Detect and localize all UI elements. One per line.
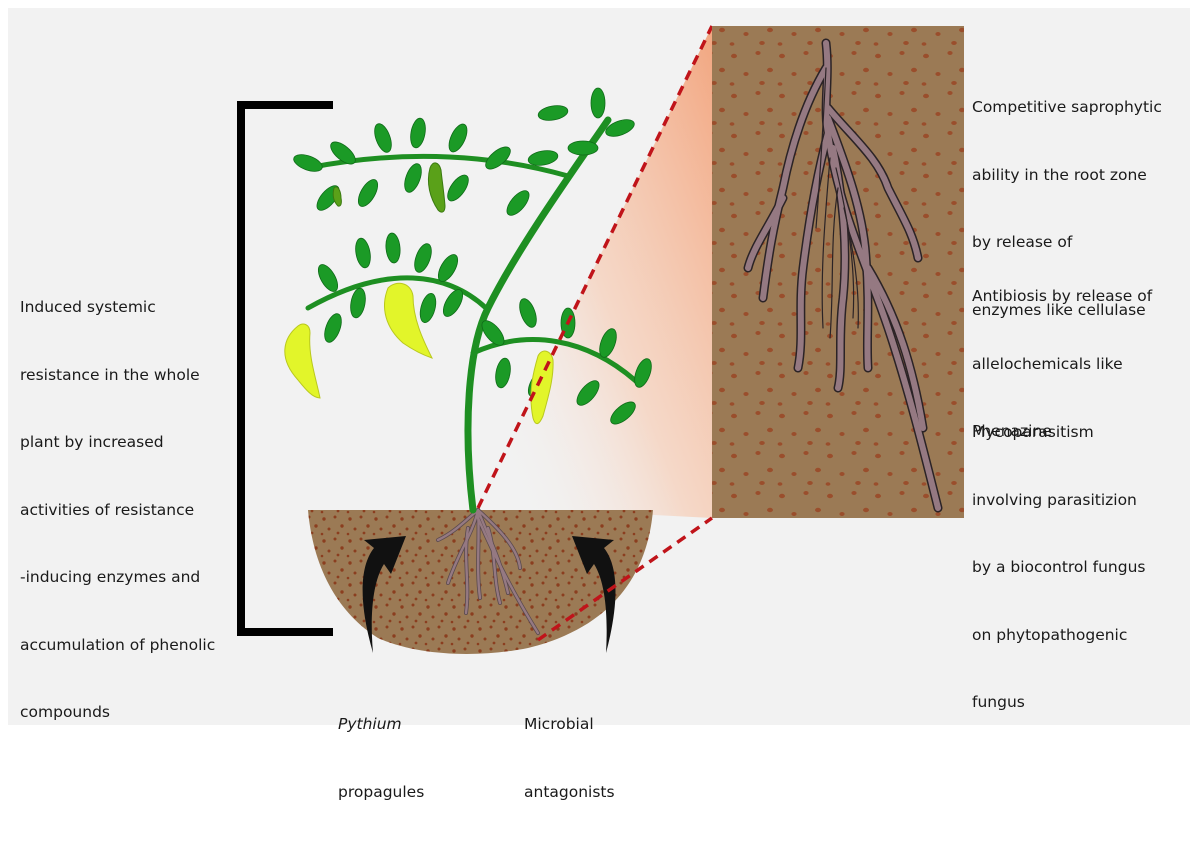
label-antagonists-line: Microbial <box>524 713 615 736</box>
note-line: on phytopathogenic <box>972 624 1146 647</box>
figure-panel: Induced systemic resistance in the whole… <box>8 8 1190 725</box>
note-line: fungus <box>972 691 1146 714</box>
label-pythium-italic: Pythium <box>338 713 424 736</box>
label-antagonists-line: antagonists <box>524 781 615 804</box>
left-note-line: -inducing enzymes and <box>20 566 215 589</box>
leaves-upper <box>292 88 637 219</box>
label-pythium: Pythium propagules <box>338 668 424 848</box>
left-note: Induced systemic resistance in the whole… <box>20 251 215 769</box>
left-note-line: resistance in the whole <box>20 364 215 387</box>
left-note-line: plant by increased <box>20 431 215 454</box>
note-line: involving parasitizion <box>972 489 1146 512</box>
note-line: Competitive saprophytic <box>972 96 1162 119</box>
note-line: Antibiosis by release of <box>972 285 1152 308</box>
left-note-line: accumulation of phenolic <box>20 634 215 657</box>
note-line: allelochemicals like <box>972 353 1152 376</box>
note-mycoparasitism: Mycoparasitism involving parasitizion by… <box>972 376 1146 759</box>
note-line: ability in the root zone <box>972 164 1162 187</box>
label-pythium-rest: propagules <box>338 781 424 804</box>
note-line: Mycoparasitism <box>972 421 1146 444</box>
left-note-line: compounds <box>20 701 215 724</box>
left-note-line: Induced systemic <box>20 296 215 319</box>
note-line: by a biocontrol fungus <box>972 556 1146 579</box>
left-note-line: activities of resistance <box>20 499 215 522</box>
label-antagonists: Microbial antagonists <box>524 668 615 848</box>
